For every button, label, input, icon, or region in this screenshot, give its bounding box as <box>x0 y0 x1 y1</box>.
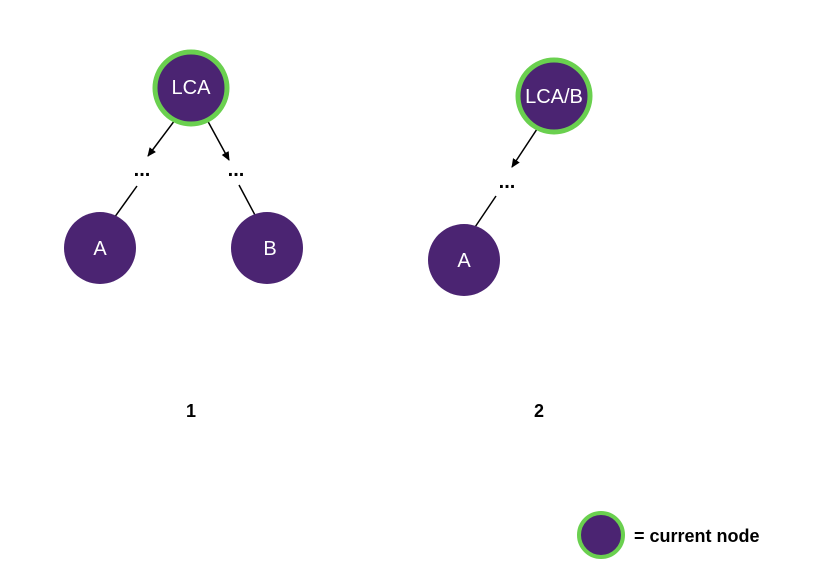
ellipsis-middle: ... <box>499 171 516 193</box>
node-b-label: B <box>263 238 276 260</box>
edge-lca-to-left-ellipsis <box>147 115 179 157</box>
legend: = current node <box>577 511 760 559</box>
node-a-2-label: A <box>457 250 471 272</box>
node-lcab-current: LCA/B <box>515 57 593 135</box>
node-b: B <box>231 212 303 284</box>
diagram-1-caption: 1 <box>186 401 196 421</box>
node-a-label: A <box>93 238 107 260</box>
ellipsis-left: ... <box>134 159 151 181</box>
node-lcab-label: LCA/B <box>525 86 583 108</box>
diagram-2: ... LCA/B A 2 <box>428 57 593 421</box>
node-a-2: A <box>428 224 500 296</box>
legend-label: = current node <box>634 526 760 546</box>
edge-lca-to-right-ellipsis <box>204 115 230 161</box>
legend-current-node-swatch <box>577 511 625 559</box>
node-lca-current: LCA <box>152 49 230 127</box>
diagram-2-caption: 2 <box>534 401 544 421</box>
node-a: A <box>64 212 136 284</box>
node-lca-label: LCA <box>172 77 212 99</box>
diagram-1: ... ... LCA A B 1 <box>64 49 303 421</box>
ellipsis-right: ... <box>228 159 245 181</box>
